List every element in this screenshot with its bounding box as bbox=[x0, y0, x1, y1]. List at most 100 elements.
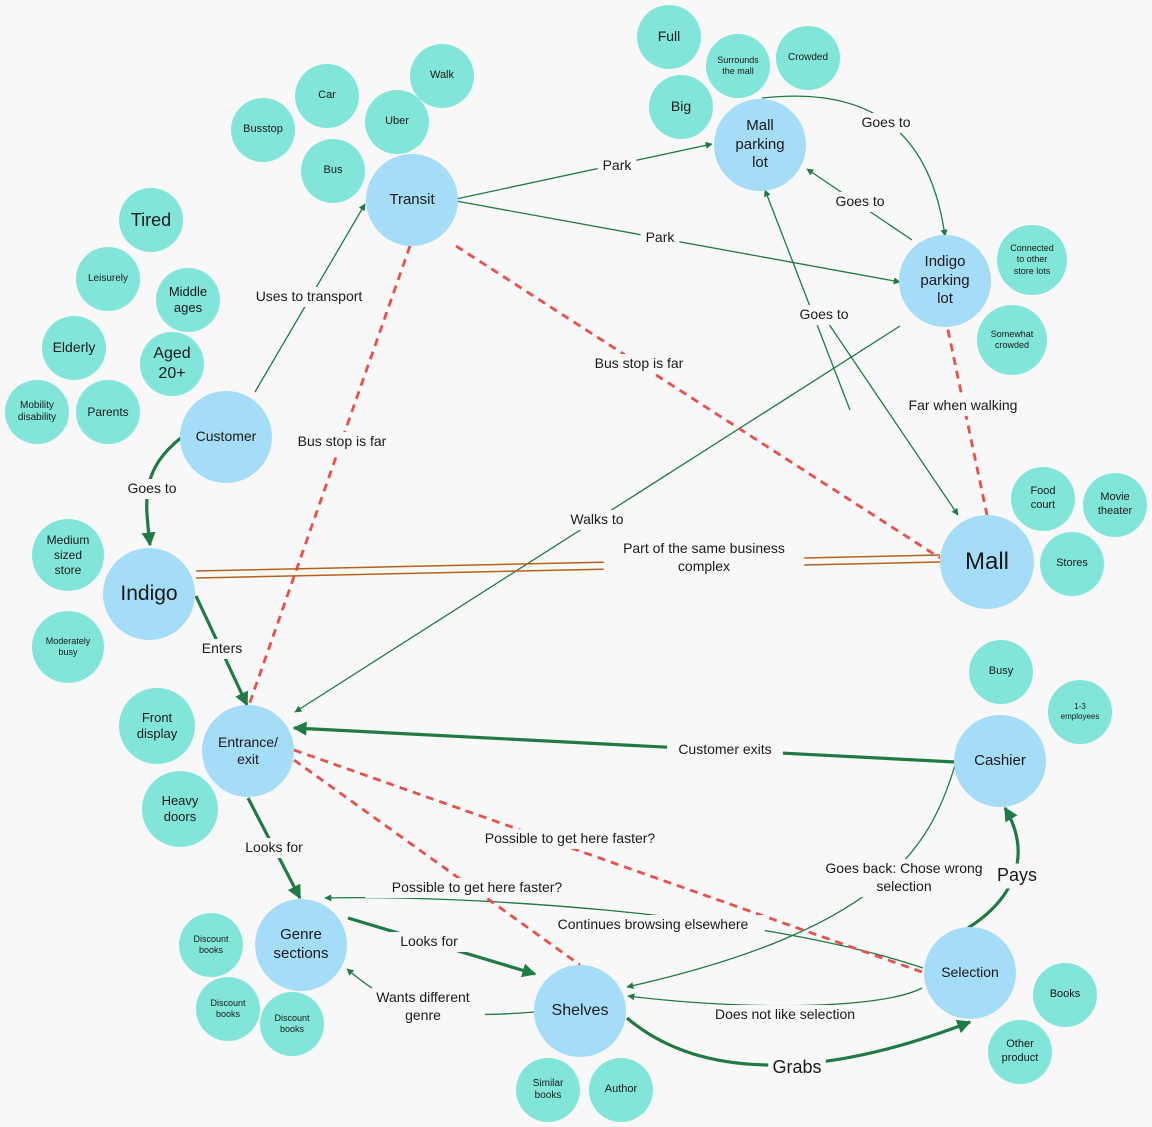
edge-label-bg bbox=[667, 740, 783, 760]
node-indigo: Indigo bbox=[103, 548, 195, 640]
business-complex-link bbox=[195, 554, 941, 579]
node-label: Mall bbox=[964, 548, 1009, 575]
node-shelves: Shelves bbox=[534, 965, 626, 1057]
node-customer: Customer bbox=[180, 391, 272, 483]
edge-label-goes-to-mall: Goes to bbox=[799, 306, 848, 322]
edge-label-pays: Pays bbox=[997, 865, 1037, 885]
node-somewhat-crowded: Somewhat crowded bbox=[977, 305, 1047, 375]
edge-label-faster-2: Possible to get here faster? bbox=[392, 879, 563, 895]
node-label: Bus bbox=[323, 164, 343, 177]
node-heavy-doors: Heavy doors bbox=[142, 771, 218, 847]
node-stores: Stores bbox=[1040, 532, 1104, 596]
edge-label-customer-exits: Customer exits bbox=[678, 741, 771, 757]
node-label: Aged 20+ bbox=[153, 345, 191, 382]
node-label: Big bbox=[670, 98, 692, 115]
edge-label-bus-stop-far-1: Bus stop is far bbox=[298, 433, 387, 449]
node-bus: Bus bbox=[301, 139, 365, 203]
node-indigo-parking-lot: Indigo parking lot bbox=[899, 235, 991, 327]
node-label: Stores bbox=[1056, 557, 1088, 570]
edge-label-grabs: Grabs bbox=[772, 1057, 821, 1077]
edge-entrance-shelves-dashed bbox=[293, 758, 581, 967]
node-walk: Walk bbox=[410, 44, 474, 108]
node-tired: Tired bbox=[119, 188, 183, 252]
node-front-display: Front display bbox=[119, 688, 195, 764]
edge-label-walks-to: Walks to bbox=[570, 511, 623, 527]
edge-label-bg bbox=[458, 829, 682, 849]
node-label: Tired bbox=[130, 209, 172, 230]
node-elderly: Elderly bbox=[42, 316, 106, 380]
node-moderately-busy: Moderately busy bbox=[32, 611, 104, 683]
node-discount-books-3: Discount books bbox=[260, 992, 324, 1056]
node-label: Discount books bbox=[210, 997, 246, 1019]
node-label: Leisurely bbox=[87, 272, 129, 284]
node-label: Similar books bbox=[532, 1077, 564, 1102]
node-label: Middle ages bbox=[168, 283, 208, 315]
edge-label-looks-for-2: Looks for bbox=[400, 933, 458, 949]
node-crowded: Crowded bbox=[776, 26, 840, 90]
edge-label-park-indigo: Park bbox=[646, 229, 676, 245]
node-medium-store: Medium sized store bbox=[32, 519, 104, 591]
node-label: Mobility disability bbox=[17, 399, 57, 424]
node-label: Food court bbox=[1030, 485, 1056, 511]
node-label: Cashier bbox=[974, 751, 1026, 769]
node-label: Elderly bbox=[52, 339, 96, 356]
node-similar-books: Similar books bbox=[516, 1058, 580, 1122]
edge-label-bus-stop-far-2: Bus stop is far bbox=[595, 355, 684, 371]
node-label: Discount books bbox=[274, 1012, 310, 1034]
edge-label-goes-to-loop: Goes to bbox=[861, 114, 910, 130]
node-label: Movie theater bbox=[1097, 491, 1133, 517]
edge-label-bg bbox=[194, 639, 250, 659]
node-label: Moderately busy bbox=[45, 635, 91, 657]
node-leisurely: Leisurely bbox=[76, 247, 140, 311]
node-label: Mall parking lot bbox=[735, 116, 785, 172]
edge-label-park-mall: Park bbox=[603, 157, 633, 173]
node-aged-20: Aged 20+ bbox=[140, 332, 204, 396]
edge-label-bg bbox=[577, 354, 701, 374]
node-author: Author bbox=[589, 1058, 653, 1122]
edge-label-goes-to-indigo: Goes to bbox=[127, 480, 176, 496]
edge-label-uses-to-transport: Uses to transport bbox=[256, 288, 363, 304]
edge-transit-entrance-dashed bbox=[247, 245, 412, 706]
edge-label-does-not-like: Does not like selection bbox=[715, 1006, 855, 1022]
node-middle-ages: Middle ages bbox=[156, 268, 220, 332]
edge-label-bg bbox=[603, 539, 805, 577]
edge-label-bg bbox=[768, 1055, 826, 1081]
edge-label-faster-1: Possible to get here faster? bbox=[485, 830, 656, 846]
edge-label-bg bbox=[855, 113, 917, 133]
node-busstop: Busstop bbox=[231, 98, 295, 162]
node-label: Heavy doors bbox=[161, 792, 199, 824]
node-entrance-exit: Entrance/ exit bbox=[202, 705, 294, 797]
node-label: Crowded bbox=[787, 51, 829, 63]
node-other-product: Other product bbox=[988, 1020, 1052, 1084]
edge-label-bg bbox=[597, 156, 637, 176]
edge-indigo-parking-mall bbox=[817, 307, 959, 516]
node-genre-sections: Genre sections bbox=[255, 899, 347, 991]
edge-label-bg bbox=[815, 859, 993, 897]
edge-label-bg bbox=[235, 838, 313, 858]
edge-business-line-2 bbox=[195, 561, 941, 579]
node-books: Books bbox=[1033, 963, 1097, 1027]
edge-label-bg bbox=[897, 396, 1029, 416]
edge-label-continues-browsing: Continues browsing elsewhere bbox=[558, 916, 749, 932]
edge-label-bg bbox=[365, 878, 589, 898]
edge-label-bg bbox=[239, 287, 379, 307]
node-label: Connected to other store lots bbox=[1010, 243, 1054, 276]
edge-label-bg bbox=[993, 863, 1041, 889]
edge-label-bg bbox=[692, 1005, 878, 1025]
node-employees: 1-3 employees bbox=[1048, 680, 1112, 744]
node-big: Big bbox=[649, 75, 713, 139]
node-label: Customer bbox=[195, 428, 257, 445]
node-uber: Uber bbox=[365, 90, 429, 154]
node-label: Busstop bbox=[243, 123, 283, 136]
edge-label-bg bbox=[562, 510, 632, 530]
edge-label-bg bbox=[121, 479, 183, 499]
node-label: Transit bbox=[389, 190, 435, 208]
edge-transit-mall-dashed bbox=[455, 244, 941, 560]
node-discount-books-2: Discount books bbox=[196, 977, 260, 1041]
node-label: Selection bbox=[941, 964, 999, 981]
node-label: Other product bbox=[1001, 1038, 1039, 1064]
edge-label-far-when-walking: Far when walking bbox=[909, 397, 1018, 413]
